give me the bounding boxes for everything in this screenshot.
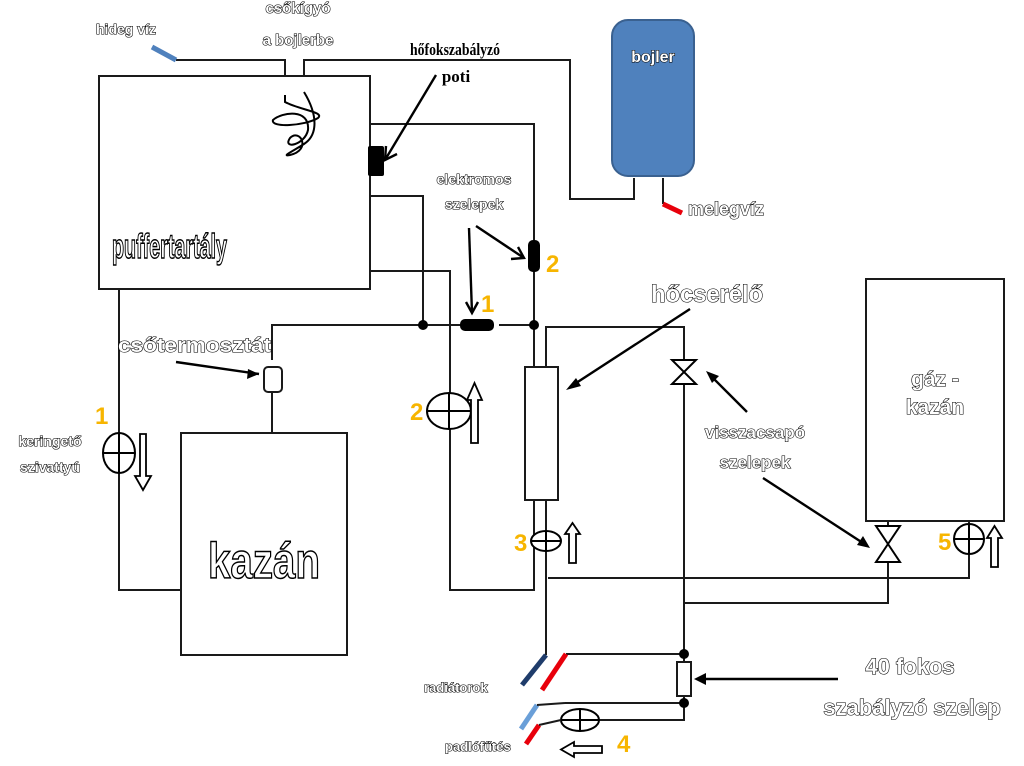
pump-1 [102,432,136,474]
pipe-gas-checkvalve [684,512,889,604]
heat-exchanger-label: hőcserélő [651,281,763,308]
coil-icon [272,91,321,157]
pump-1-number: 1 [95,403,108,430]
floor-flow-stub [523,723,542,746]
arrow-check-valve-gas [762,476,867,547]
circ-pump-label-line1: keringető [18,433,81,449]
flow-arrow-up [985,524,1004,568]
floor-return-stub [518,703,540,731]
pipe-buffer-low-right [370,270,535,591]
cold-water-label: hideg víz [96,21,156,37]
flow-arrow-up [465,380,484,444]
gas-boiler-label-line1: gáz - [911,368,959,391]
valve-1-number: 1 [481,291,494,318]
thermo-pot-label-line2: poti [442,67,471,86]
coil-label-line1: csőkígyó [265,0,330,17]
hot-water-stub [661,201,684,216]
arrow-valve-2 [475,225,525,259]
pump-4 [560,708,600,732]
gas-boiler [865,278,1005,522]
mixing-valve-label-line1: 40 fokos [865,654,954,679]
pipe-buffer-top-right [370,123,535,240]
arrow-valve-1 [467,227,474,314]
pump-5-number: 5 [938,529,951,556]
pipe-radiator-flow [566,653,685,662]
arrow-pipe-thermostat [175,360,260,376]
wood-boiler [180,432,348,656]
gas-boiler-label-line2: kazán [906,396,964,419]
mixing-valve-label-line2: szabályzó szelep [823,695,1000,720]
pipe-floor-flow [565,696,685,704]
check-valves-label-line1: visszacsapó [705,423,805,442]
arrow-heat-exchanger [569,307,691,389]
pump-5 [953,523,985,555]
flow-arrow-up [563,521,582,564]
bojler-tank [611,19,695,177]
pump-2 [426,392,472,430]
flow-arrow-down [133,433,153,492]
pipe-manifold [271,324,534,360]
floor-heating-label: padlófűtés [445,739,511,754]
electric-valves-label-line2: szelepek [445,196,504,212]
arrow-check-valve-top [709,374,748,413]
cold-water-stub [150,44,178,63]
electric-valve-2 [528,240,540,272]
bojler-label: bojler [631,49,675,66]
radiator-flow-stub [539,652,569,692]
pump-3 [530,530,562,552]
radiator-return-stub [520,653,548,687]
pipe-coil-to-bojler [303,59,635,200]
check-valve-top [669,359,699,385]
pump-3-number: 3 [514,530,527,557]
thermostat-potentiometer [368,146,384,176]
pump-2-number: 2 [410,399,423,426]
mixing-valve [676,661,692,697]
thermo-pot-label-line1: hőfokszabályzó [410,40,500,59]
flow-arrow-left [559,740,603,759]
buffer-tank [98,75,371,290]
wood-boiler-label: kazán [208,533,320,589]
pipe-floor-stubs [536,702,566,726]
pipe-thermostat [263,366,283,393]
pipe-exchanger-to-checkvalve [545,326,685,367]
hot-water-label: melegvíz [688,199,764,219]
junction-dot [418,320,428,330]
heat-exchanger [524,366,559,501]
coil-label-line2: a bojlerbe [263,32,334,49]
pump-4-number: 4 [617,731,631,758]
check-valves-label-line2: szelepek [720,453,791,472]
radiators-label: radiátorok [424,680,488,695]
check-valve-gas [874,525,902,563]
junction-dot [679,698,689,708]
junction-dot [529,320,539,330]
pipe-buffer-to-kazan [118,290,181,591]
electric-valves-label-line1: elektromos [437,171,512,187]
pipe-thermostat-label: csőtermosztát [118,335,271,357]
circ-pump-label-line2: szivattyú [20,459,80,475]
pipe-floor-return [567,703,685,721]
junctions [418,320,689,708]
junction-dot [679,649,689,659]
buffer-tank-label: puffertartály [112,228,227,266]
valve-2-number: 2 [546,251,559,278]
arrow-thermo-pot [383,74,438,161]
pipe-buffer-mid-right [370,195,424,325]
pointer-arrows [175,74,870,685]
electric-valve-1 [460,319,494,331]
